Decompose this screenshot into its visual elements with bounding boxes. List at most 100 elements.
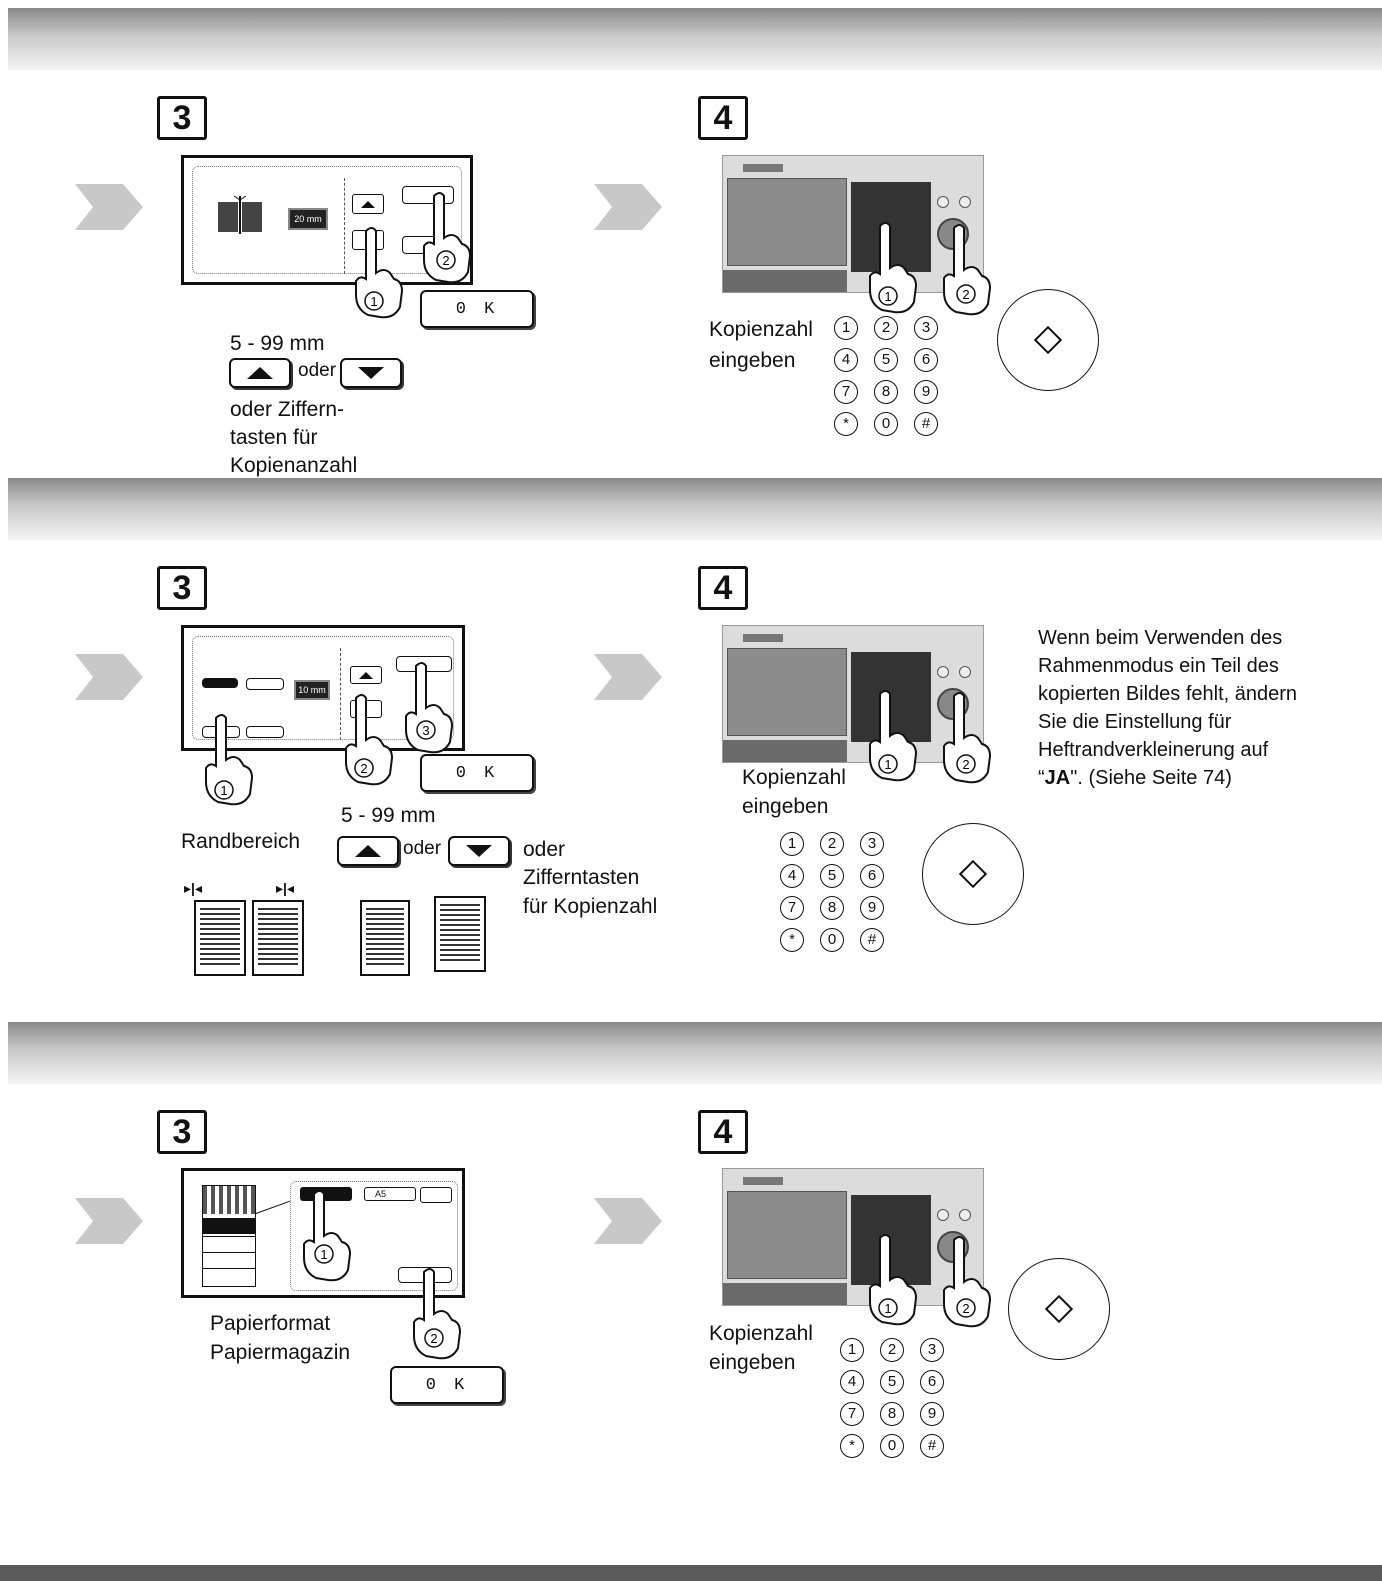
keypad-key[interactable]: 0 [874, 412, 898, 436]
keypad-key[interactable]: 4 [780, 864, 804, 888]
keypad-key[interactable]: # [860, 928, 884, 952]
tray-1-selected[interactable] [203, 1218, 255, 1234]
keypad-key[interactable]: 8 [874, 380, 898, 404]
footer-bar [0, 1565, 1382, 1581]
down-arrow-button[interactable] [448, 836, 510, 866]
pointing-hand-icon: 3 [405, 662, 454, 754]
up-arrow-button[interactable] [229, 358, 291, 388]
keypad-key[interactable]: 3 [920, 1338, 944, 1362]
keypad-key[interactable]: 7 [780, 896, 804, 920]
keypad-key[interactable]: 3 [914, 316, 938, 340]
keypad-key[interactable]: 5 [880, 1370, 904, 1394]
instruction-line: oder [523, 838, 566, 861]
keypad-key[interactable]: 2 [820, 832, 844, 856]
keypad-key[interactable]: # [920, 1434, 944, 1458]
copy-count-label: Kopienzahl [709, 318, 813, 341]
keypad-key[interactable]: 9 [860, 896, 884, 920]
margin-value-display: 10 mm [294, 680, 330, 700]
start-key-circle[interactable] [1008, 1258, 1110, 1360]
keypad-key[interactable]: 1 [840, 1338, 864, 1362]
indicator-light [959, 1209, 971, 1221]
copy-count-label: Kopienzahl [709, 1322, 813, 1345]
chevron-arrow-icon [75, 1198, 143, 1244]
ok-button[interactable]: 0 K [390, 1366, 504, 1404]
pointing-hand-icon: 1 [355, 227, 404, 319]
lcd-display [727, 178, 847, 266]
start-diamond-icon [1044, 1294, 1074, 1324]
indicator-light [959, 196, 971, 208]
keypad-key[interactable]: 6 [914, 348, 938, 372]
keypad-key[interactable]: * [834, 412, 858, 436]
step-number-4: 4 [698, 566, 748, 610]
note-line: kopierten Bildes fehlt, ändern [1038, 683, 1298, 705]
keypad-key[interactable]: 9 [914, 380, 938, 404]
keypad-key[interactable]: 3 [860, 832, 884, 856]
pointing-hand-icon: 2 [943, 1236, 992, 1328]
keypad-key[interactable]: 6 [920, 1370, 944, 1394]
keypad-key[interactable]: * [780, 928, 804, 952]
margin-arrows-icon: ▸|◂ [276, 880, 294, 896]
keypad-key[interactable]: 2 [874, 316, 898, 340]
svg-text:2: 2 [442, 253, 449, 268]
panel-strip [723, 740, 847, 762]
edge-option-right[interactable] [246, 678, 284, 690]
down-arrow-icon [358, 367, 384, 379]
instruction-line: tasten für [230, 426, 318, 449]
paper-options-panel [290, 1181, 458, 1291]
keypad-key[interactable]: 8 [820, 896, 844, 920]
brand-logo [743, 634, 783, 642]
keypad-key[interactable]: 7 [840, 1402, 864, 1426]
screen-up-button[interactable] [350, 666, 382, 684]
up-arrow-button[interactable] [337, 836, 399, 866]
edge-option-left[interactable] [202, 678, 238, 688]
ok-button[interactable]: 0 K [420, 754, 534, 792]
start-diamond-icon [1033, 325, 1063, 355]
keypad-key[interactable]: 0 [880, 1434, 904, 1458]
tray-3[interactable] [203, 1252, 255, 1267]
document-edge-top-icon [360, 900, 410, 976]
paper-size-a5[interactable]: A5 [364, 1187, 416, 1201]
screen-ok-button[interactable] [402, 186, 454, 204]
keypad-key[interactable]: 7 [834, 380, 858, 404]
tray-4[interactable] [203, 1268, 255, 1283]
note-ja: JA [1044, 767, 1071, 789]
svg-text:2: 2 [962, 1301, 969, 1316]
start-key-circle[interactable] [922, 823, 1024, 925]
edge-option-bottom[interactable] [246, 726, 284, 738]
note-line: Rahmenmodus ein Teil des [1038, 655, 1279, 677]
keypad-key[interactable]: 1 [834, 316, 858, 340]
keypad-key[interactable]: 4 [834, 348, 858, 372]
keypad-key[interactable]: 9 [920, 1402, 944, 1426]
keypad-key[interactable]: 0 [820, 928, 844, 952]
down-arrow-button[interactable] [340, 358, 402, 388]
tray-2[interactable] [203, 1236, 255, 1251]
instruction-line: für Kopienzahl [523, 895, 658, 918]
section-header-band-1 [8, 8, 1382, 70]
keypad-key[interactable]: 2 [880, 1338, 904, 1362]
svg-text:2: 2 [962, 757, 969, 772]
start-key-circle[interactable] [997, 289, 1099, 391]
copy-count-label: eingeben [742, 795, 829, 818]
keypad-key[interactable]: 4 [840, 1370, 864, 1394]
keypad-key[interactable]: 5 [874, 348, 898, 372]
keypad-key[interactable]: 5 [820, 864, 844, 888]
chevron-arrow-icon [594, 654, 662, 700]
keypad-grid: 1 2 3 4 5 6 7 8 9 * 0 # [834, 316, 940, 444]
pointing-hand-icon: 2 [943, 224, 992, 316]
paper-type-button[interactable] [420, 1187, 452, 1203]
pointing-hand-icon: 1 [205, 714, 254, 806]
keypad-key[interactable]: 6 [860, 864, 884, 888]
screen-up-button[interactable] [352, 194, 384, 214]
keypad-key[interactable]: * [840, 1434, 864, 1458]
svg-text:2: 2 [360, 761, 367, 776]
step-number-4: 4 [698, 96, 748, 140]
keypad-key[interactable]: # [914, 412, 938, 436]
chevron-arrow-icon [75, 184, 143, 230]
ok-button[interactable]: 0 K [420, 290, 534, 328]
brand-logo [743, 164, 783, 172]
keypad-key[interactable]: 8 [880, 1402, 904, 1426]
note-line: Heftrandverkleinerung auf [1038, 739, 1269, 761]
svg-text:2: 2 [430, 1331, 437, 1346]
brand-logo [743, 1177, 783, 1185]
keypad-key[interactable]: 1 [780, 832, 804, 856]
